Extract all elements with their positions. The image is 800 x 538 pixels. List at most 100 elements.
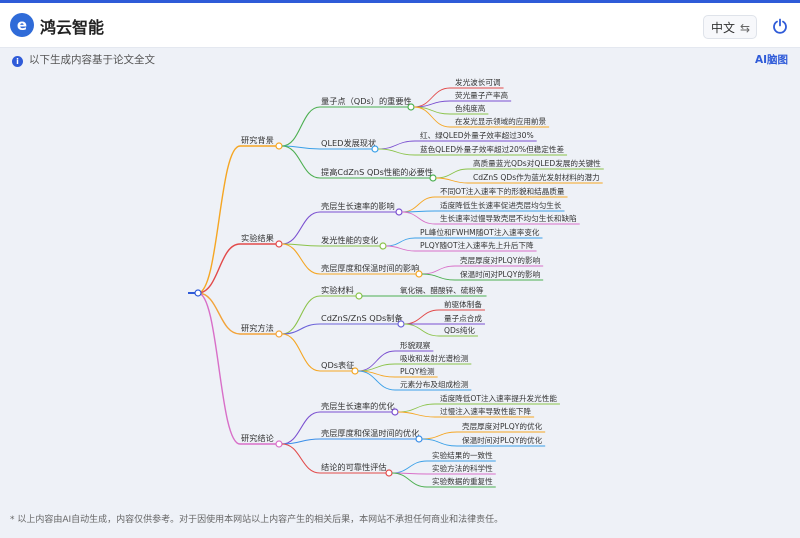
topic-node[interactable] [371, 145, 379, 153]
item-label: 红、绿QLED外量子效率超过30% [420, 130, 534, 140]
category-node[interactable] [275, 440, 283, 448]
item-label: 实验方法的科学性 [432, 463, 493, 473]
item-branch [435, 168, 469, 179]
topic-branch [281, 243, 321, 275]
item-label: PLQY随OT注入速率先上升后下降 [420, 240, 534, 250]
item-label: 不同OT注入速率下的形貌和结晶质量 [440, 186, 565, 196]
item-branch [391, 460, 428, 474]
item-branch [357, 350, 396, 372]
item-branch [403, 309, 440, 325]
item-branch [357, 370, 396, 391]
item-label: PLQY检测 [400, 366, 435, 376]
topic-node[interactable] [395, 208, 403, 216]
root-node[interactable] [194, 289, 202, 297]
topic-label: QLED发展现状 [321, 138, 376, 148]
item-branch [397, 403, 436, 413]
item-label: 壳层厚度对PLQY的影响 [460, 255, 541, 265]
item-label: 色纯度高 [455, 103, 486, 113]
category-label: 实验结果 [241, 233, 274, 243]
item-label: 生长速率过慢导致壳层不均匀生长和缺陷 [440, 213, 577, 223]
item-branch [413, 106, 451, 128]
item-label: PL峰位和FWHM随OT注入速率变化 [420, 227, 540, 237]
topic-label: 壳层生长速率的优化 [321, 401, 395, 411]
category-branch [197, 243, 241, 294]
topic-node[interactable] [351, 367, 359, 375]
item-label: 保温时间对PLQY的优化 [462, 435, 543, 445]
category-label: 研究结论 [241, 433, 274, 443]
disclaimer-footer: * 以上内容由AI自动生成，内容仅供参考。对于因使用本网站以上内容产生的相关后果… [10, 515, 504, 525]
item-branch [421, 273, 456, 281]
item-label: 吸收和发射光谱检测 [400, 353, 469, 363]
item-branch [421, 265, 456, 275]
topic-label: 壳层厚度和保温时间的影响 [321, 263, 419, 273]
topic-branch [281, 323, 321, 335]
item-label: 适度降低OT注入速率提升发光性能 [440, 393, 557, 403]
topic-node[interactable] [379, 242, 387, 250]
category-branch [197, 292, 241, 335]
app-header: e 鸿云智能 中文 ⇆ [0, 3, 800, 48]
item-branch [385, 245, 416, 252]
topic-node[interactable] [407, 103, 415, 111]
item-label: QDs纯化 [444, 325, 475, 335]
item-branch [401, 196, 436, 213]
power-icon[interactable] [772, 18, 788, 34]
category-branch [197, 292, 241, 445]
item-label: 发光波长可调 [455, 77, 501, 87]
topic-branch [281, 106, 321, 147]
item-branch [421, 431, 458, 440]
item-branch [397, 411, 436, 418]
info-icon: i [12, 56, 23, 67]
app-logo-icon: e [10, 13, 34, 37]
item-branch [385, 237, 416, 247]
topic-label: 壳层厚度和保温时间的优化 [321, 428, 419, 438]
topic-node[interactable] [355, 292, 363, 300]
topic-label: QDs表征 [321, 360, 354, 370]
item-branch [435, 177, 469, 184]
topic-label: 实验材料 [321, 285, 354, 295]
topic-branch [281, 333, 321, 372]
item-label: 蓝色QLED外量子效率超过20%但稳定性差 [420, 144, 564, 154]
topic-label: 提高CdZnS QDs性能的必要性 [321, 167, 433, 177]
topic-branch [281, 443, 321, 474]
item-label: 前驱体制备 [444, 299, 482, 309]
item-label: 氧化镉、醋酸锌、硫粉等 [400, 285, 484, 295]
topic-label: CdZnS/ZnS QDs制备 [321, 313, 403, 323]
topic-branch [281, 145, 321, 179]
item-branch [403, 323, 440, 337]
category-node[interactable] [275, 240, 283, 248]
item-label: 荧光量子产率高 [455, 90, 509, 100]
ai-mindmap-link[interactable]: AI脑图 [754, 54, 788, 66]
topic-branch [281, 411, 321, 445]
item-label: 高质量蓝光QDs对QLED发展的关键性 [473, 158, 601, 168]
item-branch [401, 211, 436, 225]
item-label: 在发光显示领域的应用前景 [455, 116, 547, 126]
item-branch [377, 148, 416, 156]
topic-node[interactable] [429, 174, 437, 182]
item-label: 实验数据的重复性 [432, 476, 493, 486]
topic-node[interactable] [415, 435, 423, 443]
topic-label: 量子点（QDs）的重要性 [321, 96, 412, 106]
item-label: 壳层厚度对PLQY的优化 [462, 421, 543, 431]
topic-node[interactable] [415, 270, 423, 278]
swap-icon: ⇆ [739, 21, 750, 35]
category-branch [197, 145, 241, 294]
top-accent-bar [0, 0, 800, 3]
item-label: 保温时间对PLQY的影响 [460, 269, 541, 279]
topic-node[interactable] [391, 408, 399, 416]
category-node[interactable] [275, 142, 283, 150]
item-label: 适度降低生长速率促进壳层均匀生长 [440, 200, 562, 210]
item-label: 实验结果的一致性 [432, 450, 493, 460]
topic-node[interactable] [385, 469, 393, 477]
language-switch-button[interactable]: 中文 ⇆ [703, 15, 757, 39]
topic-branch [281, 295, 321, 335]
topic-label: 壳层生长速率的影响 [321, 201, 395, 211]
item-label: 过慢注入速率导致性能下降 [440, 406, 532, 416]
topic-node[interactable] [397, 320, 405, 328]
item-label: 量子点合成 [444, 313, 482, 323]
app-title: 鸿云智能 [40, 18, 105, 37]
item-branch [377, 140, 416, 150]
item-label: 形貌观察 [400, 340, 431, 350]
category-node[interactable] [275, 330, 283, 338]
